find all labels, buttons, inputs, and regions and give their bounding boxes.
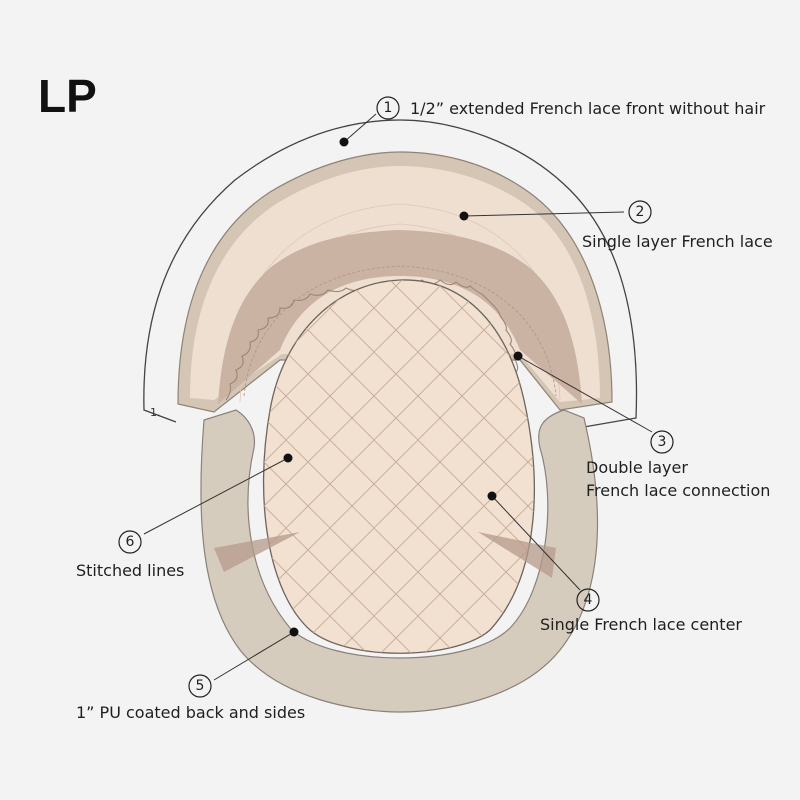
- callout-label-5: 1” PU coated back and sides: [76, 703, 305, 722]
- marker-dot-2: [459, 211, 469, 221]
- marker-dot-3: [513, 351, 523, 361]
- callout-number-3: 3: [658, 434, 667, 450]
- callout-number-1: 1: [384, 100, 393, 116]
- diagram-title: LP: [38, 70, 97, 122]
- callout-label-3a: Double layer: [586, 458, 688, 477]
- extended-lace-front-outline: [143, 119, 638, 429]
- leader-line-2: [463, 211, 625, 217]
- callout-number-5: 5: [196, 678, 205, 694]
- callout-label-6: Stitched lines: [76, 561, 184, 580]
- callout-label-3b: French lace connection: [586, 481, 770, 500]
- leader-line-5: [213, 631, 295, 681]
- callout-number-2: 2: [636, 204, 645, 220]
- callout-number-4: 4: [584, 592, 593, 608]
- double-layer-inner-line: [243, 265, 557, 397]
- marker-dot-6: [283, 453, 293, 463]
- marker-dot-5: [289, 627, 299, 637]
- edge-mark: 1.: [150, 406, 161, 419]
- stitched-line-left: [214, 532, 300, 572]
- double-layer-lace-connection: [218, 230, 582, 404]
- marker-dot-1: [339, 137, 349, 147]
- leader-line-6: [143, 457, 289, 535]
- callout-4: 4 Single French lace center: [540, 588, 742, 634]
- pu-coated-back-sides: [200, 409, 599, 713]
- callout-label-4: Single French lace center: [540, 615, 742, 634]
- marker-dot-4: [487, 491, 497, 501]
- callout-1: 1 1/2” extended French lace front withou…: [376, 96, 766, 120]
- leader-line-1: [343, 113, 377, 143]
- leader-line-3: [517, 355, 653, 433]
- callout-5: 5 1” PU coated back and sides: [76, 674, 305, 722]
- callout-6: 6 Stitched lines: [76, 530, 184, 580]
- callout-label-2: Single layer French lace: [582, 232, 773, 251]
- callout-2: 2 Single layer French lace: [582, 200, 773, 251]
- center-diamond-grid: [263, 279, 535, 654]
- callout-label-1: 1/2” extended French lace front without …: [410, 99, 766, 118]
- leader-line-4: [491, 495, 581, 591]
- stitched-line-right: [478, 532, 556, 578]
- callout-number-6: 6: [126, 534, 135, 550]
- callout-3: 3 Double layer French lace connection: [586, 430, 770, 500]
